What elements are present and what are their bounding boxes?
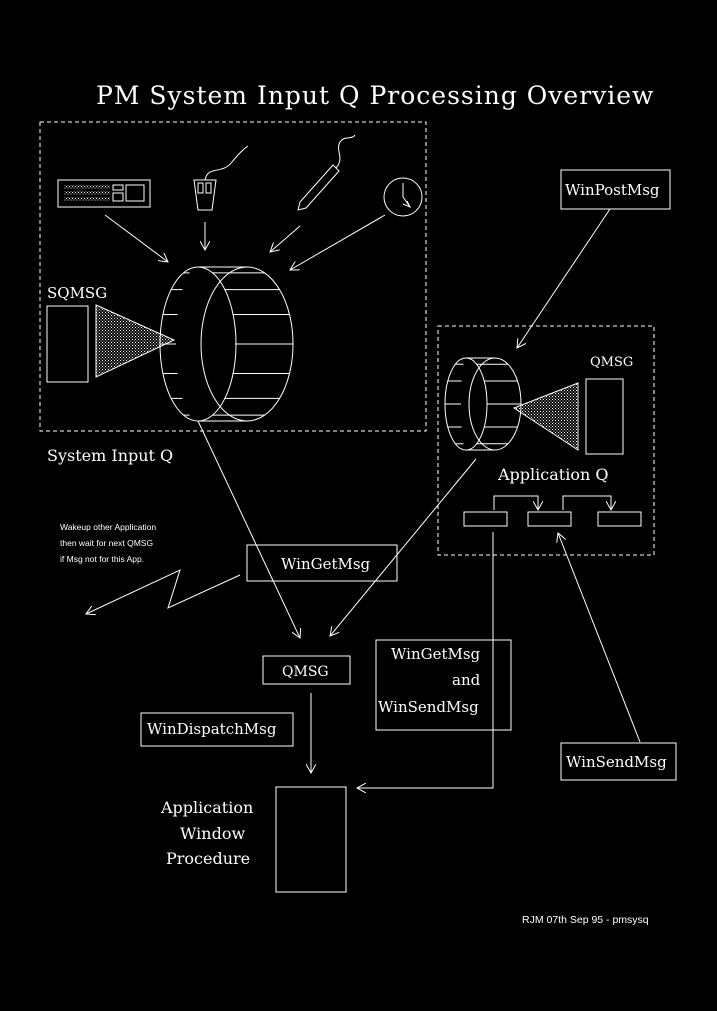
slot-link-2 — [562, 495, 611, 510]
keyboard-arrow — [104, 214, 168, 262]
win-get-msg-box — [246, 544, 398, 582]
clock-arrow — [290, 214, 386, 270]
wakeup-arrow — [86, 569, 241, 614]
sysq-to-qmsg-arrow — [197, 420, 300, 638]
window-procedure-line-2: Window — [180, 824, 245, 843]
appq-to-qmsg-arrow — [330, 458, 477, 636]
qmsg-box — [262, 655, 351, 685]
mouse-icon — [193, 145, 249, 211]
system-queue-ring — [159, 266, 294, 422]
win-get-msg-label: WinGetMsg — [281, 555, 371, 573]
send-msg-path — [357, 532, 494, 788]
sqmsg-funnel — [95, 304, 176, 378]
app-qmsg-box — [585, 378, 624, 455]
msg-slot-3 — [597, 511, 642, 527]
slot-link-1 — [493, 495, 538, 510]
msg-slot-2 — [527, 511, 572, 527]
wakeup-line-1: Wakeup other Application — [60, 522, 156, 532]
pen-arrow — [270, 225, 301, 252]
app-qmsg-label: QMSG — [590, 355, 633, 370]
win-send-msg-label: WinSendMsg — [566, 753, 667, 771]
win-send-msg-box — [560, 742, 677, 781]
page-title: PM System Input Q Processing Overview — [96, 81, 654, 110]
clock-icon — [383, 177, 423, 217]
system-input-q-label: System Input Q — [47, 446, 173, 465]
keyboard-icon — [57, 179, 151, 208]
combo-and-label: and — [452, 671, 481, 689]
wakeup-line-2: then wait for next QMSG — [60, 538, 153, 548]
send-msg-arrow — [558, 533, 641, 743]
msg-slot-1 — [463, 511, 508, 527]
win-dispatch-msg-box — [140, 712, 294, 747]
window-procedure-line-1: Application — [160, 798, 253, 817]
wakeup-line-3: if Msg not for this App. — [60, 554, 144, 564]
application-q-label: Application Q — [497, 465, 608, 484]
post-msg-arrow — [517, 208, 611, 348]
window-procedure-box — [275, 786, 347, 893]
qmsg-label: QMSG — [282, 664, 329, 680]
sqmsg-box — [46, 305, 89, 383]
win-dispatch-msg-label: WinDispatchMsg — [147, 720, 277, 738]
footer-credit: RJM 07th Sep 95 - pmsysq — [522, 914, 649, 926]
sqmsg-label: SQMSG — [47, 284, 107, 302]
combo-get-msg-label: WinGetMsg — [391, 645, 481, 663]
win-post-msg-box — [560, 169, 671, 210]
application-queue-ring — [444, 357, 522, 451]
get-send-msg-box — [375, 639, 512, 731]
qmsg-funnel — [512, 382, 579, 451]
combo-send-msg-label: WinSendMsg — [378, 698, 479, 716]
application-q-box — [437, 325, 655, 556]
system-input-q-box — [39, 121, 427, 432]
win-post-msg-label: WinPostMsg — [565, 181, 660, 199]
window-procedure-line-3: Procedure — [166, 849, 250, 868]
pen-icon — [297, 134, 356, 211]
